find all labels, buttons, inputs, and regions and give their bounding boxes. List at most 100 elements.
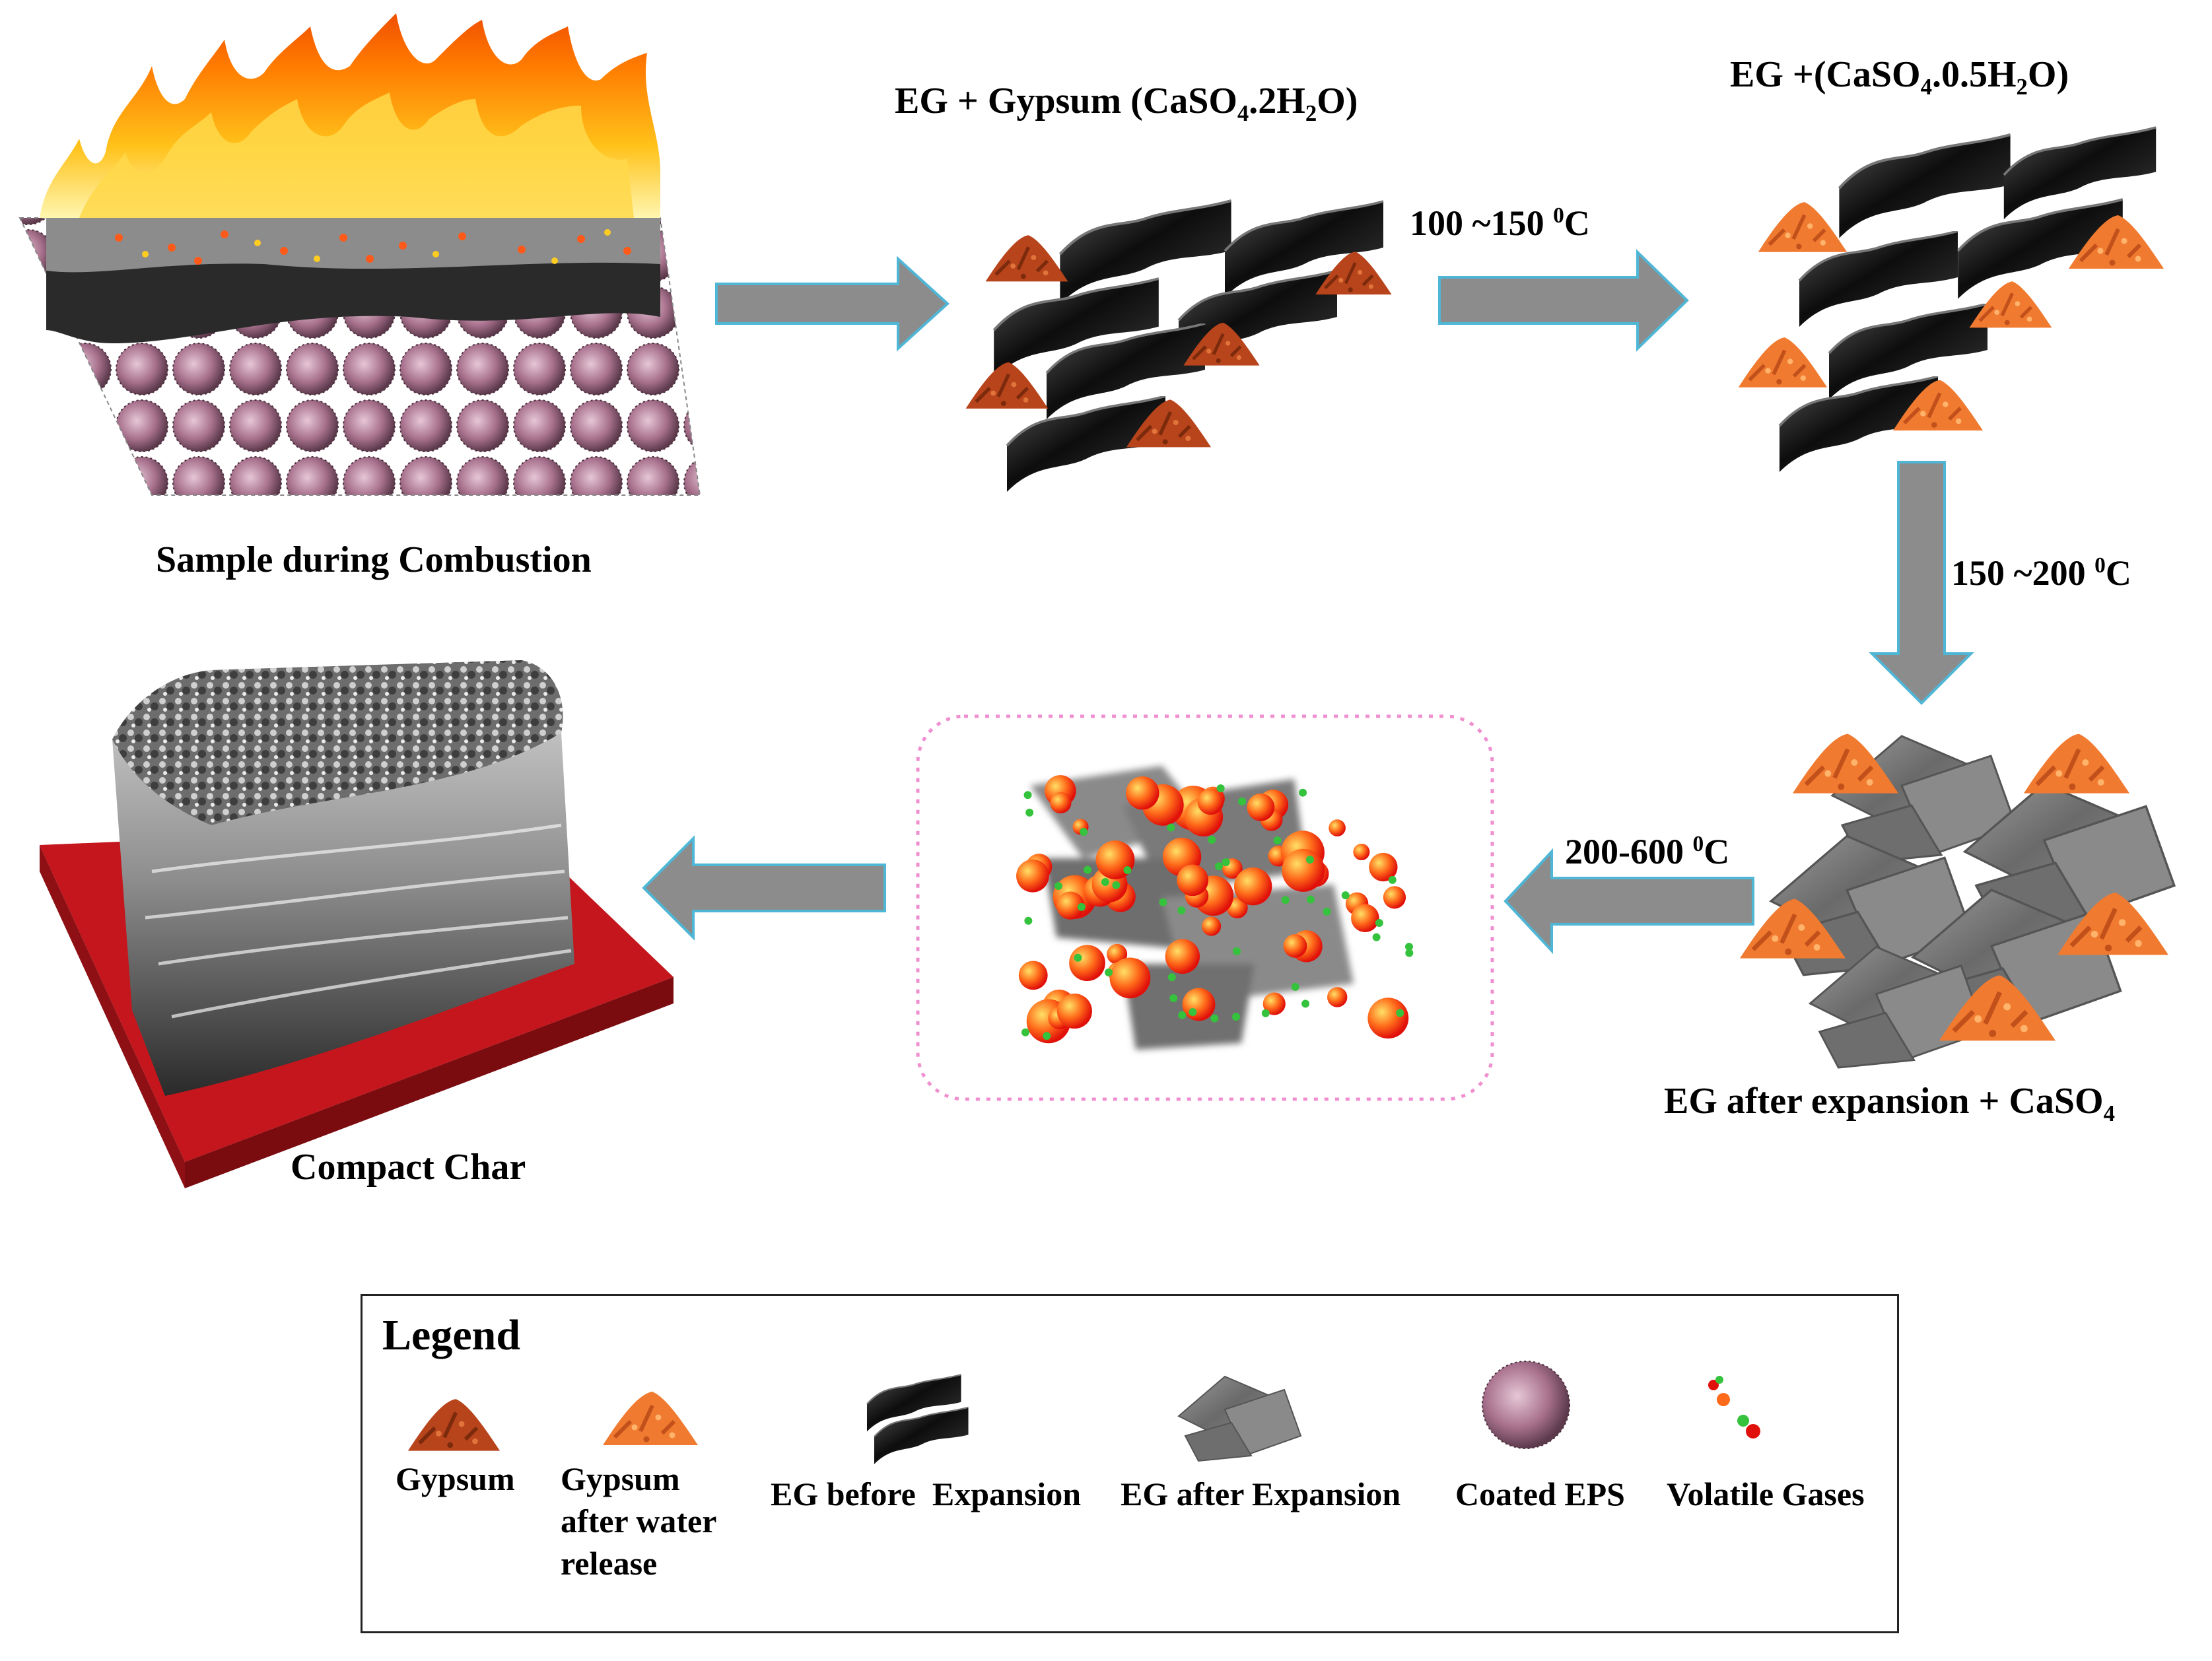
gas-dot (1123, 866, 1132, 875)
gas-ball (1165, 939, 1200, 974)
label-eg-gypsum-sub2: 2 (1305, 100, 1317, 127)
temp-1-text: 100 ~150 (1410, 203, 1554, 243)
gas-dot (1210, 1014, 1219, 1023)
label-eg-gypsum-pre: EG + Gypsum (CaSO (895, 81, 1237, 121)
legend-label-coated-eps: Coated EPS (1455, 1475, 1625, 1512)
gas-dot (1299, 788, 1307, 797)
gas-ball (1197, 788, 1224, 815)
label-eg-gypsum: EG + Gypsum (CaSO4.2H2O) (895, 83, 1358, 125)
gas-dot (1159, 898, 1167, 906)
legend-label-gypsum-dehydrated: Gypsum after water release (561, 1460, 717, 1582)
gas-dot (1074, 953, 1082, 962)
gas-dot (1167, 973, 1176, 982)
gas-ball (1233, 867, 1272, 906)
eg-gypsum-mixture (966, 201, 1392, 492)
gas-dot (1306, 895, 1315, 904)
gas-ball (1367, 998, 1409, 1039)
gas-dot (1105, 968, 1113, 976)
gas-dot (1238, 797, 1247, 806)
gas-ball (1327, 987, 1348, 1007)
gas-ball (1016, 859, 1049, 893)
gas-ball (1109, 957, 1151, 999)
gas-dot (1043, 1032, 1051, 1040)
gas-dot (1372, 933, 1381, 941)
label-hemi-post: O) (2027, 54, 2069, 95)
temp-label-1: 100 ~150 0C (1410, 205, 1590, 241)
temp-1-sup: 0 (1553, 203, 1564, 228)
gas-dot (1222, 858, 1230, 866)
gas-dot (1177, 906, 1186, 915)
gas-ball (1182, 988, 1216, 1021)
gas-dot (1025, 808, 1034, 817)
gas-ball (1050, 792, 1072, 814)
gas-dot (1273, 836, 1282, 845)
gas-ball (1056, 994, 1092, 1029)
gas-dot (1112, 881, 1121, 889)
gas-ball (1369, 852, 1398, 882)
label-expanded: EG after expansion + CaSO4 (1664, 1083, 2115, 1126)
gas-ball (1247, 793, 1275, 821)
gas-dot (1405, 949, 1414, 957)
label-eg-gypsum-mid: .2H (1249, 81, 1305, 121)
eg-hemihydrate-mixture (1739, 126, 2164, 472)
label-expanded-sub: 4 (2103, 1101, 2115, 1127)
coated-eps-icon (1482, 1361, 1570, 1449)
gas-dot (1167, 823, 1175, 832)
temp-label-2: 150 ~200 0C (1951, 555, 2131, 591)
gas-ball (1018, 961, 1048, 990)
legend-title: Legend (382, 1311, 521, 1359)
temp-2-text: 150 ~200 (1951, 553, 2095, 593)
temp-3-text: 200-600 (1565, 832, 1693, 871)
gas-dot (1232, 1013, 1241, 1021)
legend-label-gypsum: Gypsum (396, 1460, 515, 1497)
gas-dot (1216, 784, 1225, 793)
gas-ball (1351, 904, 1379, 932)
legend-label-eg-after: EG after Expansion (1121, 1475, 1401, 1512)
temp-2-unit: C (2105, 553, 2131, 593)
arrow-hemihydrate-to-expanded (1869, 461, 1974, 705)
label-hemi-sub2: 2 (2016, 74, 2028, 100)
gas-ball (1202, 916, 1222, 936)
gas-dot (1178, 1011, 1187, 1019)
temp-3-unit: C (1704, 832, 1730, 871)
gas-dot (1301, 1000, 1310, 1008)
gas-dot (1024, 916, 1033, 925)
label-eg-gypsum-sub1: 4 (1237, 100, 1249, 127)
label-expanded-pre: EG after expansion + CaSO (1664, 1081, 2104, 1122)
label-hemi-mid: .0.5H (1931, 54, 2017, 95)
gas-dot (1080, 828, 1088, 836)
gas-dot (1208, 835, 1216, 844)
gas-dot (1261, 1009, 1270, 1017)
legend-icons (408, 1361, 1760, 1465)
gas-dot (1375, 919, 1383, 928)
gas-dot (1323, 907, 1331, 916)
volatile-gases-bubble (916, 714, 1494, 1101)
gas-dot (1341, 891, 1350, 900)
gas-ball (1126, 776, 1159, 810)
compact-char (40, 660, 674, 1188)
gas-dot (1404, 943, 1413, 951)
gas-ball (1353, 843, 1370, 861)
gas-ball (1177, 864, 1209, 897)
gas-dot (1291, 982, 1299, 991)
temp-3-sup: 0 (1692, 832, 1704, 856)
label-char: Compact Char (291, 1147, 526, 1188)
gas-dot (1077, 902, 1086, 911)
combustion-sample (18, 13, 701, 496)
legend-label-volatile-gases: Volatile Gases (1667, 1475, 1865, 1512)
gas-dot (1214, 862, 1223, 871)
temp-1-unit: C (1564, 203, 1590, 243)
gas-dot (1281, 896, 1290, 904)
gas-dot (1189, 1007, 1197, 1016)
legend-label-eg-before: EG before Expansion (771, 1475, 1081, 1512)
gas-ball (1383, 886, 1406, 909)
gas-dot (1021, 1028, 1029, 1036)
label-hemi-sub1: 4 (1920, 74, 1932, 100)
gas-ball (1056, 891, 1085, 920)
label-hemi-pre: EG +(CaSO (1730, 54, 1921, 95)
gas-dot (1054, 881, 1062, 890)
arrow-expanded-to-gases (1503, 848, 1754, 955)
gas-ball (1283, 933, 1307, 958)
gas-dot (1396, 1009, 1404, 1017)
